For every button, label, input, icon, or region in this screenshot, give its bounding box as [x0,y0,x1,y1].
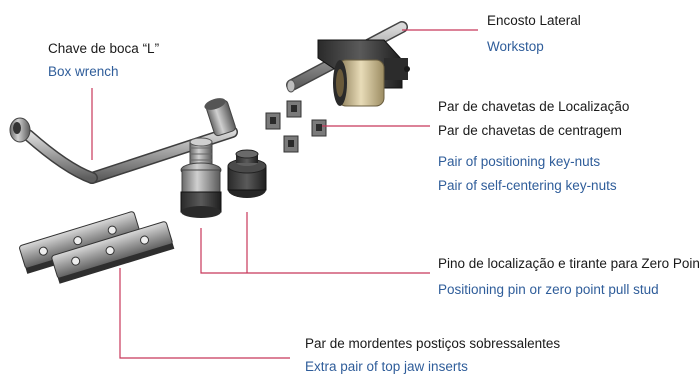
workstop-label-pt: Encosto Lateral [487,13,581,28]
workstop-label-en: Workstop [487,39,544,54]
pull-stud-part [180,137,222,218]
workstop-part [286,21,410,107]
positioning-pin-part [227,149,267,198]
key-nuts-label-pt-1: Par de chavetas de Localização [438,99,630,114]
pull-stud-label-pt: Pino de localização e tirante para Zero … [438,256,700,271]
jaw-inserts-label-en: Extra pair of top jaw inserts [305,359,468,374]
pull-stud-label-en: Positioning pin or zero point pull stud [438,282,659,297]
key-nuts-label-pt-2: Par de chavetas de centragem [438,123,622,138]
leader-lines [91,29,478,359]
box-wrench-label-en: Box wrench [48,64,119,79]
jaw-inserts-label-pt: Par de mordentes postiços sobressalentes [305,336,561,351]
box-wrench-label-pt: Chave de boca “L” [48,41,160,56]
leader-line-pull-stud [200,228,430,274]
jaw-inserts-part [19,211,175,284]
key-nuts-label-en-2: Pair of self-centering key-nuts [438,178,617,193]
key-nuts-label-en-1: Pair of positioning key-nuts [438,154,601,169]
key-nuts-part [265,100,327,153]
leader-line-jaw-inserts [119,268,290,359]
